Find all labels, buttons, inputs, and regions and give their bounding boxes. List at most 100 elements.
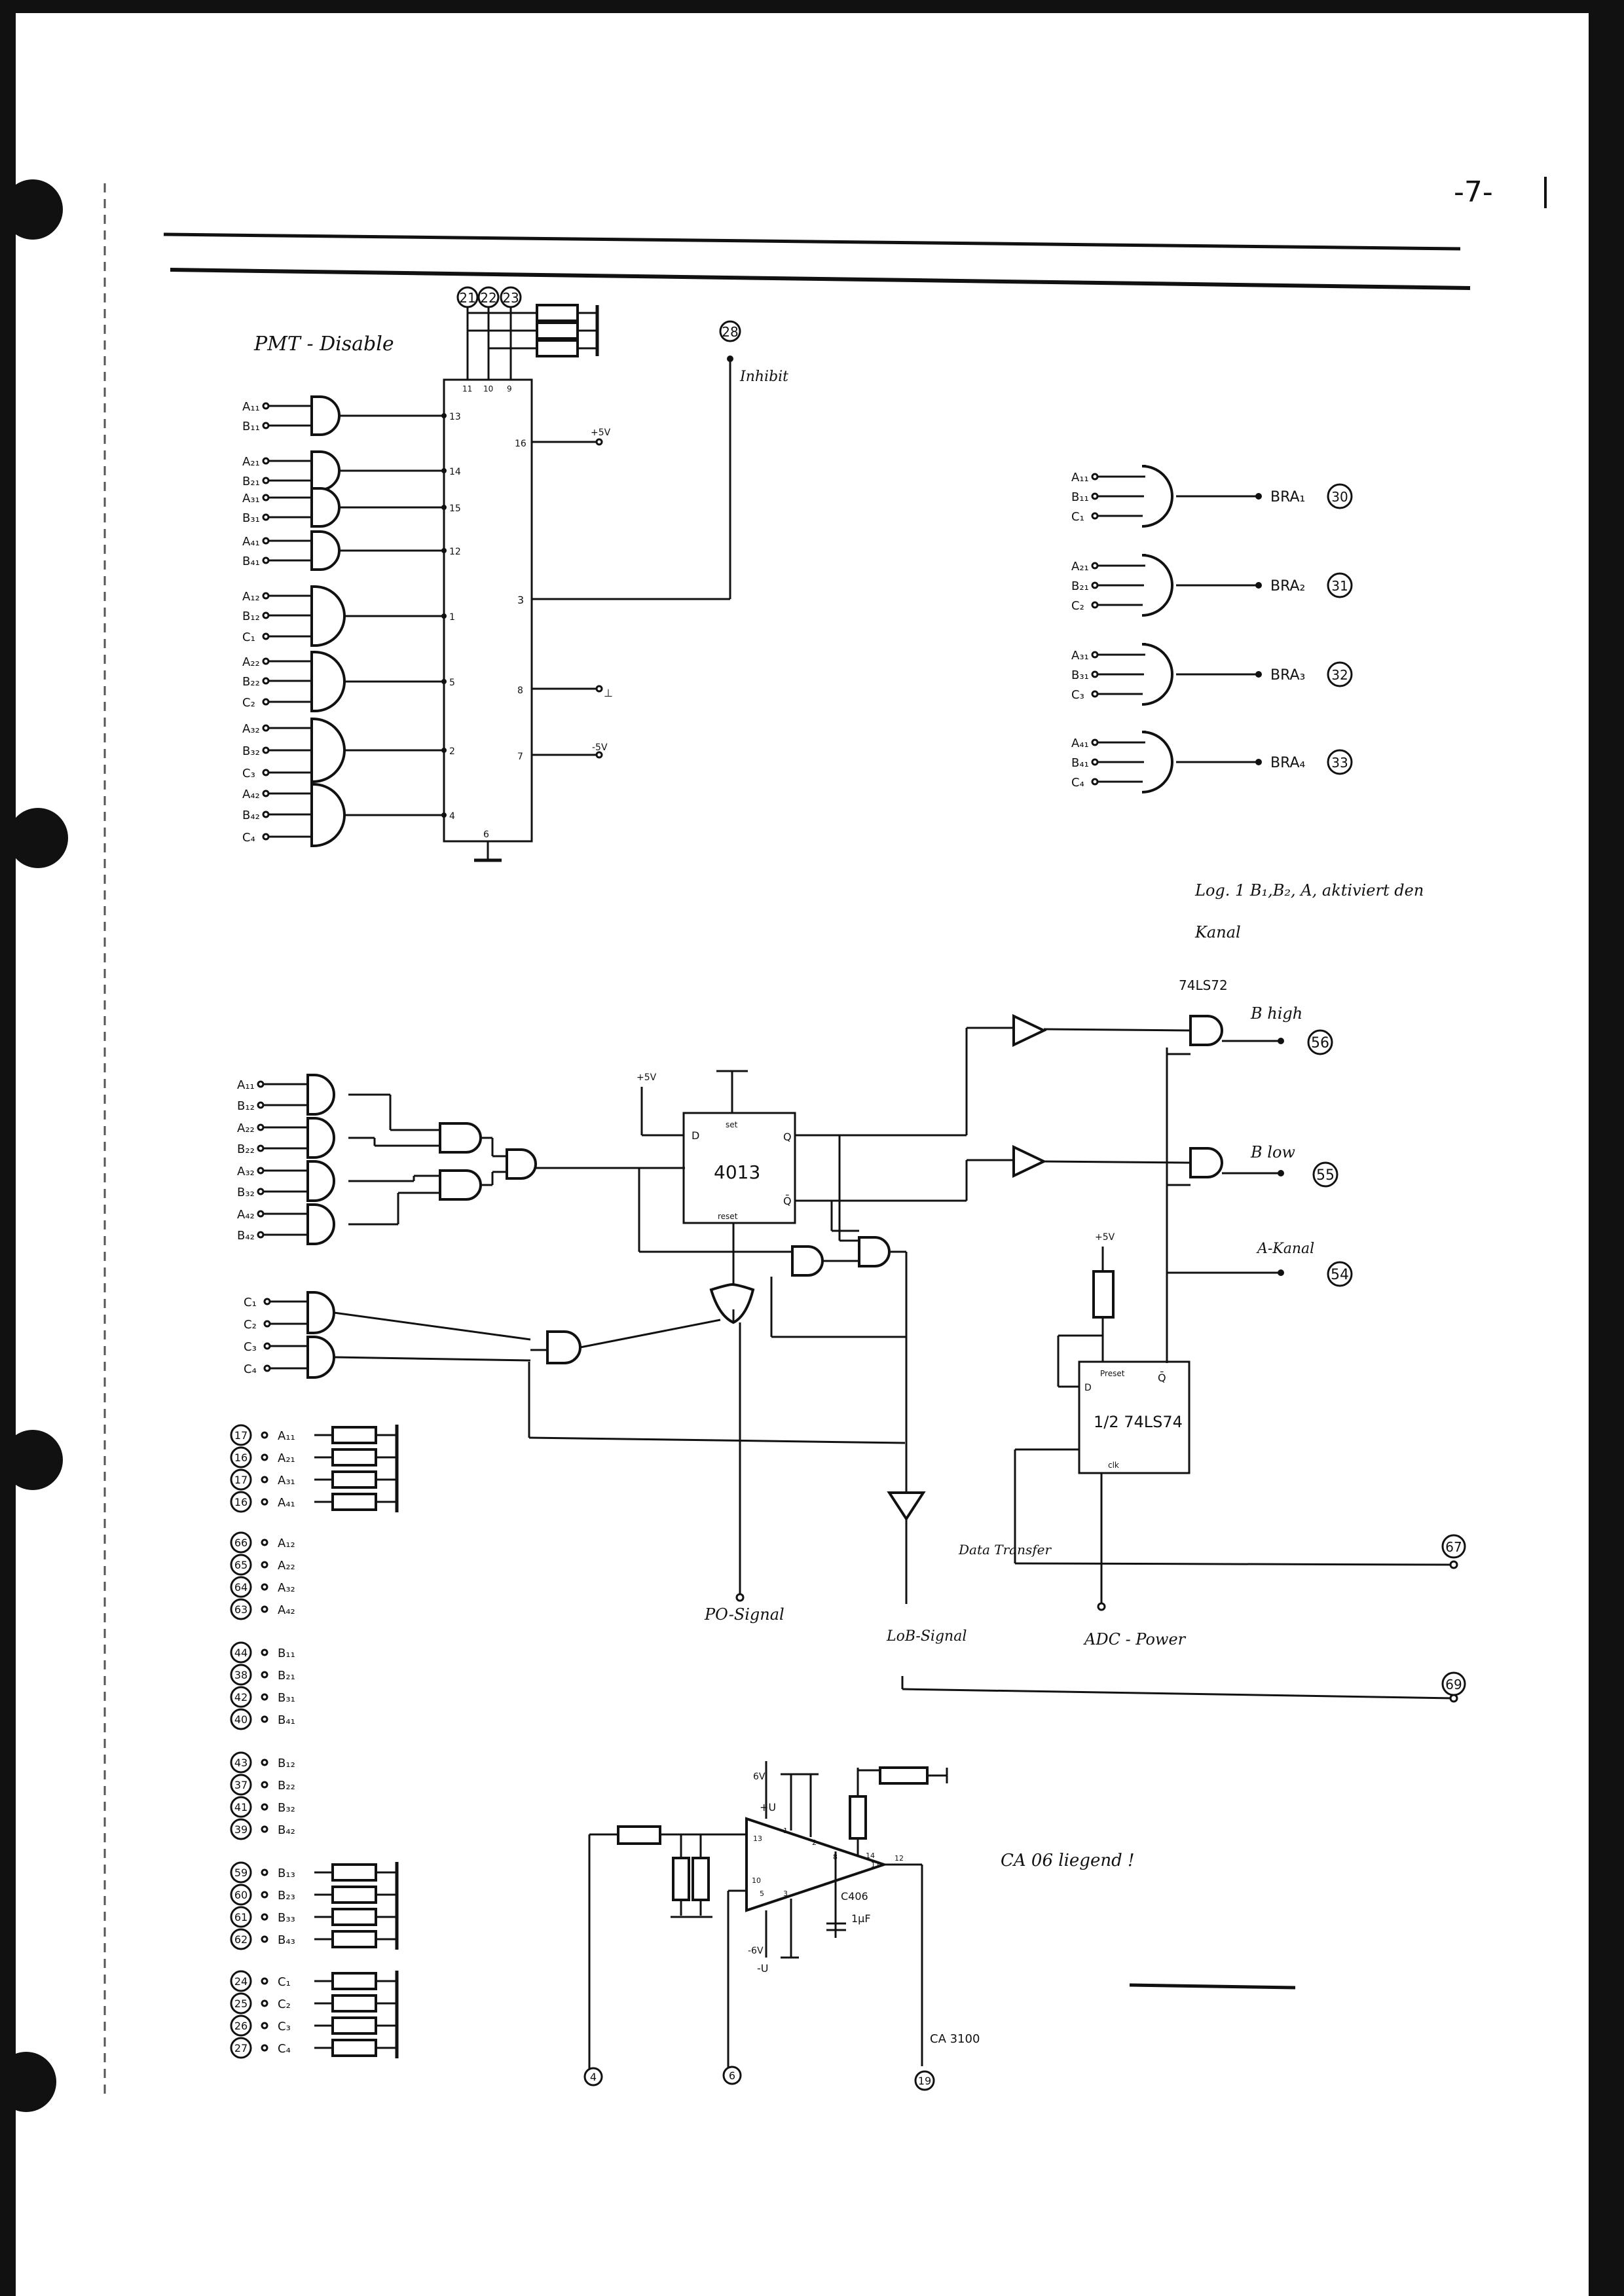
connector-pin xyxy=(230,1664,252,1686)
op-amp-pin: 5 xyxy=(760,1889,764,1898)
pulldown-resistor xyxy=(331,1886,377,1904)
connector-pin-number: 44 xyxy=(234,1647,248,1659)
connector-pin-label: B₄₁ xyxy=(278,1713,295,1727)
connector-pin xyxy=(230,1708,252,1730)
pmt-input-label: A₁₁ xyxy=(242,400,260,414)
connector-pin xyxy=(230,1861,252,1884)
pin-67 xyxy=(1441,1534,1466,1559)
pulldown-resistor xyxy=(331,1493,377,1511)
header-rule-1 xyxy=(163,232,1461,251)
and-gate-bra xyxy=(1141,731,1173,793)
svg-text:67: 67 xyxy=(1445,1539,1462,1555)
pmt-input-label: A₄₁ xyxy=(242,535,260,549)
connector-pin-label: A₂₂ xyxy=(278,1559,295,1573)
connector-pin-label: B₂₁ xyxy=(278,1669,295,1683)
connector-pin-number: 38 xyxy=(234,1669,248,1681)
punch-hole xyxy=(3,179,63,240)
pmt-input-label: C₃ xyxy=(242,767,255,780)
buffer-high xyxy=(1012,1013,1047,1048)
connector-pin-number: 16 xyxy=(234,1451,248,1464)
connector-pin-label: B₁₃ xyxy=(278,1867,295,1880)
pmt-input-label: A₂₂ xyxy=(242,655,260,669)
pmt-input-label: B₄₂ xyxy=(242,809,260,822)
blow-label: B low xyxy=(1250,1143,1295,1161)
connector-pin xyxy=(230,1468,252,1491)
bra-input-label: B₁₁ xyxy=(1071,490,1089,504)
connector-pin-number: 61 xyxy=(234,1911,248,1923)
chip-pin-number: 13 xyxy=(449,412,461,422)
pin-69 xyxy=(1441,1671,1466,1696)
feedback-resistor xyxy=(849,1795,867,1840)
pmt-input-gates: A₁₁B₁₁13A₂₁B₂₁14A₃₁B₃₁15A₄₁B₄₁12A₁₂B₁₂C₁… xyxy=(242,395,461,847)
bra-output-label: BRA₂ xyxy=(1270,578,1305,594)
and-gate xyxy=(310,530,341,571)
and-gate-bra xyxy=(1141,643,1173,706)
svg-text:56: 56 xyxy=(1311,1035,1329,1051)
pmt-input-label: B₃₂ xyxy=(242,744,260,758)
pmt-input-label: B₂₂ xyxy=(242,675,260,689)
data-transfer-label: Data Transfer xyxy=(958,1542,1052,1558)
connector-pin-label: B₂₂ xyxy=(278,1779,295,1793)
pmt-input-label: B₄₁ xyxy=(242,555,260,568)
and-gate xyxy=(858,1236,891,1267)
pmt-input-label: C₁ xyxy=(242,630,255,644)
connector-pin-number: 17 xyxy=(234,1429,248,1442)
svg-text:22: 22 xyxy=(480,290,496,306)
connector-pin xyxy=(230,1598,252,1620)
pulldown-resistor xyxy=(331,1972,377,1990)
inhibit-label: Inhibit xyxy=(739,369,788,385)
and-gate-bra xyxy=(1141,554,1173,617)
page-number: -7- xyxy=(1454,175,1493,209)
or-gate xyxy=(709,1283,755,1324)
bra-input-label: A₂₁ xyxy=(1071,560,1089,574)
connector-pin-label: A₃₁ xyxy=(278,1474,295,1487)
connector-pin-label: C₃ xyxy=(278,2020,291,2033)
akanal-label: A-Kanal xyxy=(1256,1241,1314,1257)
bra-input-label: A₄₁ xyxy=(1071,737,1089,750)
and-gate xyxy=(310,585,346,647)
bra-input-label: A₃₁ xyxy=(1071,649,1089,663)
bra-pin-number: 30 xyxy=(1331,489,1348,505)
connector-pin xyxy=(230,1686,252,1708)
and-gate xyxy=(306,1074,335,1116)
bhigh-label: B high xyxy=(1250,1004,1302,1023)
pmt-input-label: B₃₁ xyxy=(242,511,260,525)
punch-hole xyxy=(0,2052,56,2112)
chip-pin-number: 1 xyxy=(449,612,455,623)
svg-text:D: D xyxy=(1084,1383,1092,1393)
logic-input-label: B₄₂ xyxy=(237,1229,255,1243)
signature-line xyxy=(1129,1983,1296,1990)
connector-pin xyxy=(230,1884,252,1906)
connector-pin-number: 37 xyxy=(234,1779,248,1791)
svg-text:4: 4 xyxy=(590,2071,597,2083)
connector-pin-label: B₁₁ xyxy=(278,1647,295,1660)
op-amp-pin: 8 xyxy=(833,1853,838,1861)
and-gate xyxy=(439,1122,482,1154)
and-gate xyxy=(310,395,341,436)
svg-text:+5V: +5V xyxy=(637,1072,657,1083)
svg-text:reset: reset xyxy=(718,1212,738,1221)
pulldown-resistor xyxy=(331,1448,377,1467)
connector-pin-label: A₂₁ xyxy=(278,1451,295,1465)
ic-74ls74: 1/2 74LS74 xyxy=(1094,1413,1183,1431)
logic-input-label: A₁₁ xyxy=(237,1078,255,1092)
connector-pin xyxy=(230,1531,252,1554)
activation-note: Log. 1 B₁,B₂, A, aktiviert den xyxy=(1194,881,1424,900)
bra-input-label: C₂ xyxy=(1071,599,1084,613)
pmt-input-label: C₄ xyxy=(242,831,255,845)
svg-text:-U: -U xyxy=(757,1962,768,1975)
connector-pin-number: 24 xyxy=(234,1975,248,1988)
op-amp-pin: 13 xyxy=(753,1834,762,1843)
resistor xyxy=(672,1857,690,1901)
connector-pin-number: 62 xyxy=(234,1933,248,1946)
bra-pin-number: 32 xyxy=(1331,667,1348,683)
chip-pin-number: 2 xyxy=(449,746,455,757)
svg-text:8: 8 xyxy=(517,685,523,696)
chip-pin-number: 5 xyxy=(449,678,455,688)
pin-28 xyxy=(719,320,741,342)
svg-text:54: 54 xyxy=(1331,1267,1349,1283)
punch-hole xyxy=(8,808,68,868)
and-gate xyxy=(310,783,346,847)
scan-border-right xyxy=(1589,0,1624,2296)
